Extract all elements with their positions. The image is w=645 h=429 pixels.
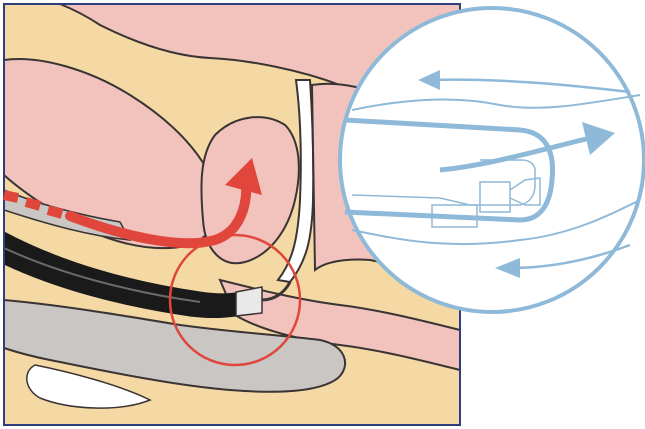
magnified-scope-tip-inset bbox=[340, 8, 644, 312]
endoscope-tip bbox=[236, 287, 262, 316]
